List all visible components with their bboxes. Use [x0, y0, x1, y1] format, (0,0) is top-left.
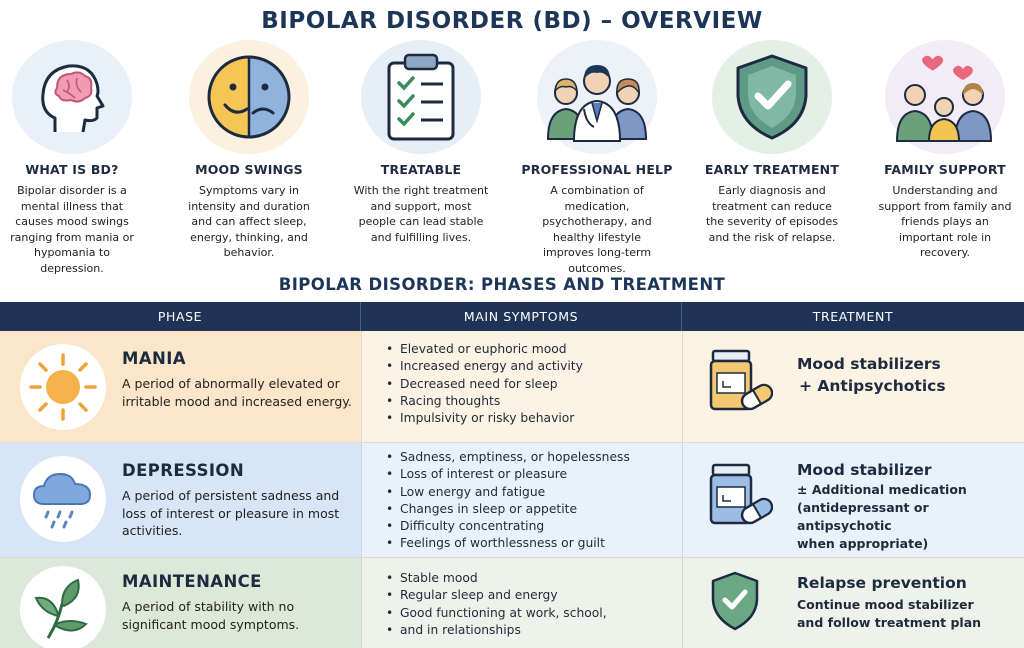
header-symptoms: MAIN SYMPTOMS: [361, 302, 682, 331]
phase-description: A period of abnormally elevated or irrit…: [122, 376, 352, 409]
treatment-line: Continue mood stabilizer: [797, 597, 974, 612]
shield-check-icon: [712, 40, 832, 154]
overview-text: Bipolar disorder is a mental illness tha…: [10, 184, 134, 275]
list-item: Impulsivity or risky behavior: [386, 410, 583, 428]
rain-cloud-icon: [20, 456, 106, 542]
overview-title: WHAT IS BD?: [25, 162, 119, 177]
treatment-main: Mood stabilizers: [797, 355, 941, 373]
list-item: Sadness, emptiness, or hopelessness: [386, 449, 630, 467]
overview-card-mood-swings: MOOD SWINGS Symptoms vary in intensity a…: [164, 40, 334, 261]
treatment-main: Relapse prevention: [797, 574, 967, 592]
doctor-patients-icon: [537, 40, 657, 154]
overview-card-professional-help: PROFESSIONAL HELP A combination of medic…: [512, 40, 682, 277]
overview-text: Early diagnosis and treatment can reduce…: [705, 184, 839, 244]
symptom-list: Sadness, emptiness, or hopelessness Loss…: [386, 449, 630, 553]
list-item: Loss of interest or pleasure: [386, 466, 630, 484]
overview-card-what-is-bd: WHAT IS BD? Bipolar disorder is a mental…: [0, 40, 157, 277]
list-item: Racing thoughts: [386, 393, 583, 411]
clipboard-checklist-icon: [361, 40, 481, 154]
phase-description: A period of stability with no significan…: [122, 599, 300, 632]
overview-text: A combination of medication, psychothera…: [542, 184, 652, 275]
list-item: Regular sleep and energy: [386, 587, 607, 605]
list-item: Difficulty concentrating: [386, 518, 630, 536]
table-row-mania: MANIA A period of abnormally elevated or…: [0, 331, 1024, 442]
treatment-line: when appropriate): [797, 536, 929, 551]
symptom-list: Elevated or euphoric mood Increased ener…: [386, 341, 583, 428]
overview-text: With the right treatment and support, mo…: [353, 184, 489, 244]
overview-text: Understanding and support from family an…: [878, 184, 1012, 260]
list-item: Stable mood: [386, 570, 607, 588]
head-brain-icon: [12, 40, 132, 154]
family-hearts-icon: [885, 40, 1005, 154]
overview-title: TREATABLE: [380, 162, 462, 177]
header-phase: PHASE: [0, 302, 361, 331]
overview-card-early-treatment: EARLY TREATMENT Early diagnosis and trea…: [687, 40, 857, 245]
list-item: Good functioning at work, school,: [386, 605, 607, 623]
treatment-text: Mood stabilizer ± Additional medication …: [797, 459, 1024, 553]
overview-title: EARLY TREATMENT: [704, 162, 840, 177]
overview-text: Symptoms vary in intensity and duration …: [188, 184, 310, 260]
phase-name: MANIA: [122, 349, 186, 368]
list-item: Low energy and fatigue: [386, 484, 630, 502]
overview-title: FAMILY SUPPORT: [884, 162, 1006, 177]
page-title: BIPOLAR DISORDER (BD) – OVERVIEW: [261, 8, 763, 34]
phases-table: PHASE MAIN SYMPTOMS TREATMENT MANIA A pe…: [0, 302, 1024, 648]
treatment-text: Mood stabilizers + Antipsychotics: [797, 353, 946, 397]
header-treatment: TREATMENT: [812, 309, 894, 324]
shield-check-icon: [709, 570, 761, 636]
medication-bottle-icon: [709, 347, 774, 417]
list-item: and in relationships: [386, 622, 607, 640]
medication-bottle-icon: [709, 461, 774, 531]
overview-card-family-support: FAMILY SUPPORT Understanding and support…: [860, 40, 1024, 261]
treatment-line: and follow treatment plan: [797, 615, 982, 630]
list-item: Increased energy and activity: [386, 358, 583, 376]
list-item: Feelings of worthlessness or guilt: [386, 535, 630, 553]
list-item: Decreased need for sleep: [386, 376, 583, 394]
treatment-line: (antidepressant or antipsychotic: [797, 500, 929, 533]
table-header: PHASE MAIN SYMPTOMS TREATMENT: [0, 302, 1024, 331]
phase-description: A period of persistent sadness and loss …: [122, 488, 340, 538]
phases-title: BIPOLAR DISORDER: PHASES AND TREATMENT: [278, 275, 726, 294]
overview-card-treatable: TREATABLE With the right treatment and s…: [336, 40, 506, 245]
sun-icon: [20, 344, 106, 430]
treatment-main: Mood stabilizer: [797, 461, 932, 479]
overview-title: PROFESSIONAL HELP: [521, 162, 673, 177]
list-item: Elevated or euphoric mood: [386, 341, 583, 359]
treatment-text: Relapse prevention Continue mood stabili…: [797, 572, 981, 632]
leaf-plant-icon: [20, 566, 106, 648]
list-item: Changes in sleep or appetite: [386, 501, 630, 519]
overview-section: WHAT IS BD? Bipolar disorder is a mental…: [0, 40, 1024, 275]
overview-title: MOOD SWINGS: [195, 162, 303, 177]
symptom-list: Stable mood Regular sleep and energy Goo…: [386, 570, 607, 639]
table-row-depression: DEPRESSION A period of persistent sadnes…: [0, 442, 1024, 557]
treatment-line: + Antipsychotics: [799, 377, 946, 395]
phase-name: MAINTENANCE: [122, 572, 262, 591]
happy-sad-face-icon: [189, 40, 309, 154]
table-row-maintenance: MAINTENANCE A period of stability with n…: [0, 557, 1024, 648]
treatment-line: ± Additional medication: [797, 482, 967, 497]
phase-name: DEPRESSION: [122, 461, 245, 480]
